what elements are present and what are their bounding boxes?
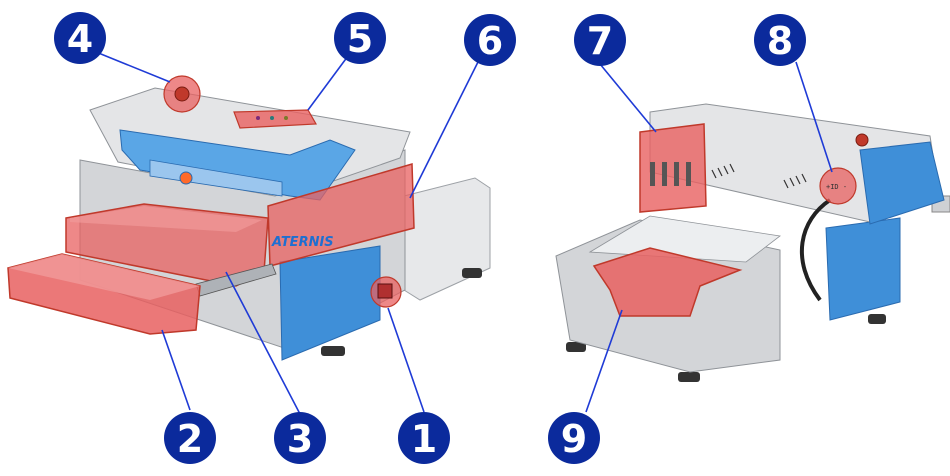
panel-led (270, 116, 274, 120)
leader-line-1 (388, 308, 424, 412)
callout-6: 6 (464, 14, 516, 66)
callout-number: 5 (347, 17, 373, 61)
foot (462, 268, 482, 278)
callout-number: 7 (587, 19, 613, 63)
ink-slot (674, 162, 679, 186)
callout-number: 1 (411, 417, 437, 461)
emergency-stop-top-button (175, 87, 189, 101)
callout-3: 3 (274, 412, 326, 464)
ink-slot (650, 162, 655, 186)
callout-number: 9 (561, 417, 587, 461)
printer-rear-view: +ID - (556, 104, 950, 382)
emergency-stop-side-button (378, 284, 392, 298)
callout-1: 1 (398, 412, 450, 464)
callout-9: 9 (548, 412, 600, 464)
port-label: +ID - (826, 183, 847, 191)
rear-chassis-side (860, 142, 944, 224)
leader-line-5 (308, 56, 348, 110)
brand-label: ATERNIS (271, 235, 334, 250)
rear-pedestal (826, 218, 900, 320)
callout-number: 6 (477, 19, 503, 63)
foot (868, 314, 886, 324)
logo-badge (180, 172, 192, 184)
ink-slot (662, 162, 667, 186)
rear-emergency-stop (856, 134, 868, 146)
ink-slot (686, 162, 691, 186)
panel-led (284, 116, 288, 120)
callout-number: 3 (287, 417, 313, 461)
leader-line-6 (410, 62, 478, 198)
callout-4: 4 (54, 12, 106, 64)
foot (678, 372, 700, 382)
callout-8: 8 (754, 14, 806, 66)
callout-5: 5 (334, 12, 386, 64)
leader-line-4 (96, 52, 170, 82)
ink-cartridge-highlight (640, 124, 706, 212)
callout-2: 2 (164, 412, 216, 464)
callout-number: 8 (767, 19, 793, 63)
foot (321, 346, 345, 356)
chassis-pedestal (280, 246, 380, 360)
power-cable (802, 200, 830, 300)
panel-led (256, 116, 260, 120)
callout-number: 4 (67, 17, 93, 61)
leader-line-7 (600, 64, 656, 132)
callout-number: 2 (177, 417, 203, 461)
callout-7: 7 (574, 14, 626, 66)
rear-feed-tray (404, 178, 490, 300)
leader-line-2 (162, 330, 190, 410)
